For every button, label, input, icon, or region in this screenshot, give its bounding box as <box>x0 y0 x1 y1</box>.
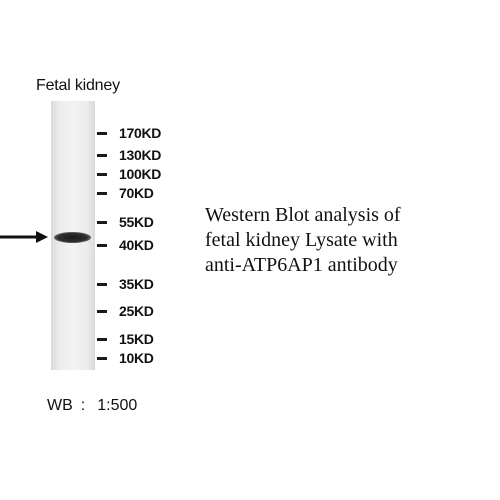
marker-label: 70KD <box>119 185 154 201</box>
marker-tick <box>97 356 107 360</box>
lane-title: Fetal kidney <box>36 77 120 94</box>
marker-row: 15KD <box>97 331 154 347</box>
marker-label: 100KD <box>119 166 162 182</box>
marker-label: 15KD <box>119 331 154 347</box>
marker-row: 55KD <box>97 214 154 230</box>
marker-label: 40KD <box>119 237 154 253</box>
marker-row: 70KD <box>97 185 154 201</box>
band-arrow-icon <box>0 231 48 243</box>
caption-line: fetal kidney Lysate with <box>205 229 398 251</box>
dilution-label: WB <box>47 397 73 414</box>
marker-row: 100KD <box>97 166 162 182</box>
marker-tick <box>97 131 107 135</box>
marker-tick <box>97 172 107 176</box>
marker-row: 10KD <box>97 350 154 366</box>
marker-tick <box>97 309 107 313</box>
marker-label: 25KD <box>119 303 154 319</box>
blot-lane <box>51 101 95 370</box>
dilution-note: WB:1:500 <box>47 397 137 415</box>
marker-row: 130KD <box>97 147 162 163</box>
marker-tick <box>97 153 107 157</box>
marker-row: 40KD <box>97 237 154 253</box>
marker-tick <box>97 191 107 195</box>
marker-label: 55KD <box>119 214 154 230</box>
marker-row: 170KD <box>97 125 162 141</box>
marker-row: 35KD <box>97 276 154 292</box>
marker-label: 130KD <box>119 147 162 163</box>
marker-tick <box>97 282 107 286</box>
caption-line: Western Blot analysis of <box>205 204 401 226</box>
marker-tick <box>97 337 107 341</box>
marker-label: 35KD <box>119 276 154 292</box>
marker-tick <box>97 220 107 224</box>
marker-label: 170KD <box>119 125 162 141</box>
dilution-value: 1:500 <box>97 397 138 414</box>
marker-tick <box>97 243 107 247</box>
caption-line: anti-ATP6AP1 antibody <box>205 254 398 276</box>
dilution-separator: : <box>80 397 86 414</box>
marker-label: 10KD <box>119 350 154 366</box>
marker-row: 25KD <box>97 303 154 319</box>
protein-band <box>54 232 91 243</box>
caption: Western Blot analysis of fetal kidney Ly… <box>205 203 401 278</box>
